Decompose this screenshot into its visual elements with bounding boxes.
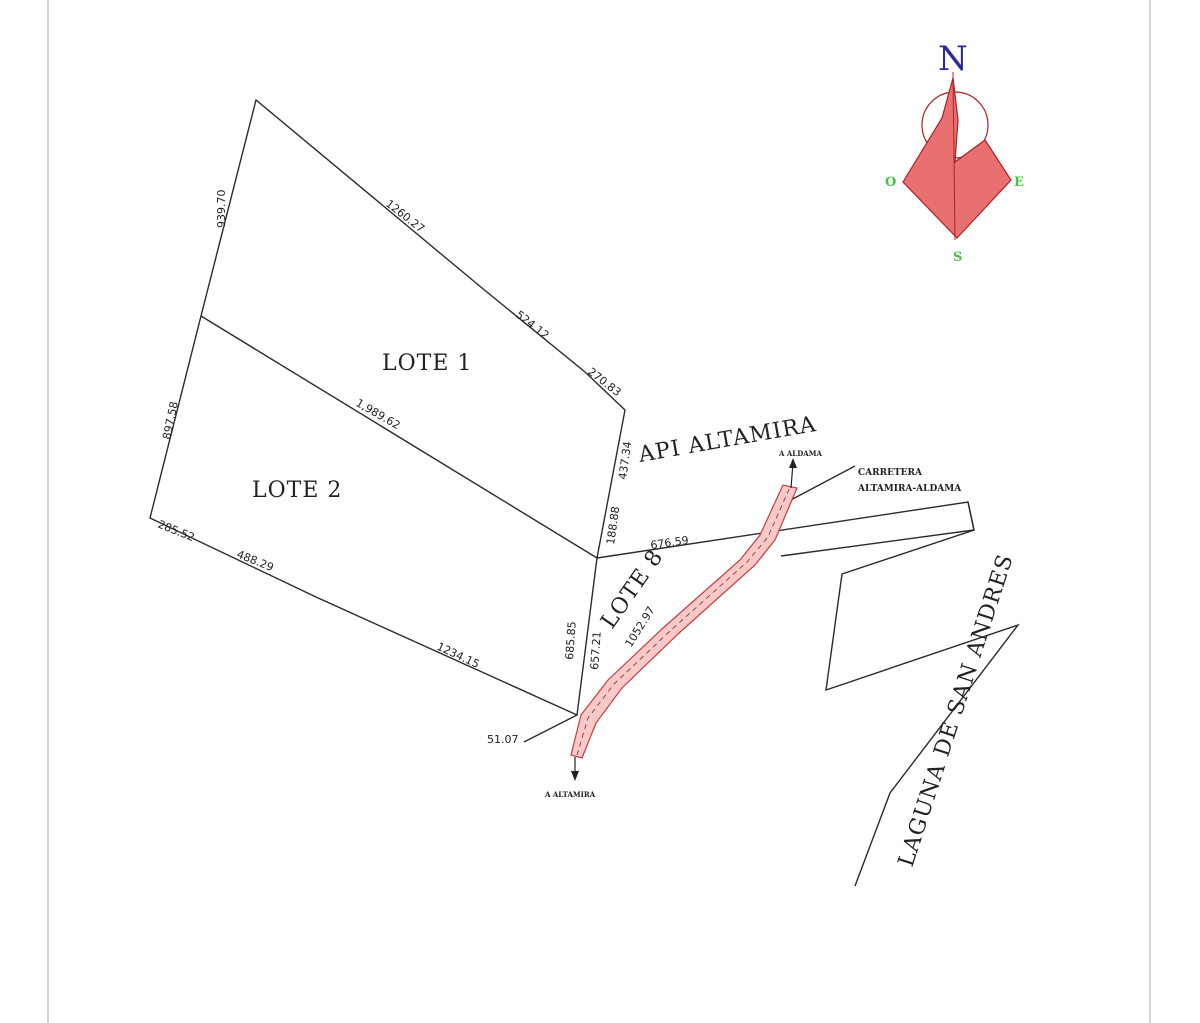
lote-2-boundary [149,315,598,717]
lote-1-2-divider [200,315,598,559]
lote-1-label: LOTE 1 [382,351,472,376]
road-centerline [576,486,791,756]
arrow-to-aldama-icon [789,458,797,489]
dim-488-29: 488.29 [235,548,276,574]
lote-8-label: LOTE 8 [596,545,668,633]
dim-685-85: 685.85 [563,621,579,660]
dim-524-12: 524.12 [513,308,551,342]
dim-270-83: 270.83 [585,365,623,399]
dim-285-52: 285.52 [156,518,197,544]
dim-188-88: 188.88 [604,505,622,545]
compass-east-label: E [1014,175,1024,190]
dim-437-34: 437.34 [616,440,634,480]
dim-939-70: 939.70 [215,190,228,229]
lot-boundaries [149,98,975,743]
dim-897-58: 897.58 [160,400,181,440]
dim-51-07: 51.07 [487,733,519,746]
dim-657-21: 657.21 [588,631,604,670]
carretera-road [570,484,798,759]
dim-676-59: 676.59 [650,534,690,552]
to-altamira-label: A ALTAMIRA [544,790,596,799]
road-strip [570,484,798,759]
compass-south-label: S [953,250,962,265]
laguna-label: LAGUNA DE SAN ANDRES [894,551,1019,870]
laguna-outline [825,501,1020,887]
dim-1234-15: 1234.15 [435,640,482,671]
carretera-label-line1: CARRETERA [858,468,923,478]
lote-2-label: LOTE 2 [252,478,342,503]
compass-north-label: N [938,39,968,79]
api-altamira-label: API ALTAMIRA [636,412,819,468]
compass-rose-icon: N O E S [885,39,1024,265]
lote-1-boundary [200,98,626,559]
dimension-labels: 939.70 1260.27 524.12 270.83 1,989.62 89… [156,190,690,747]
compass-west-label: O [885,175,896,190]
carretera-label-line2: ALTAMIRA-ALDAMA [857,484,962,494]
dim-1260-27: 1260.27 [383,197,427,235]
to-aldama-label: A ALDAMA [778,449,822,458]
arrow-to-altamira-icon [571,757,579,781]
carretera-leader [786,465,856,503]
compass-shape [902,77,1012,239]
lote-8-tie-line [523,714,578,743]
